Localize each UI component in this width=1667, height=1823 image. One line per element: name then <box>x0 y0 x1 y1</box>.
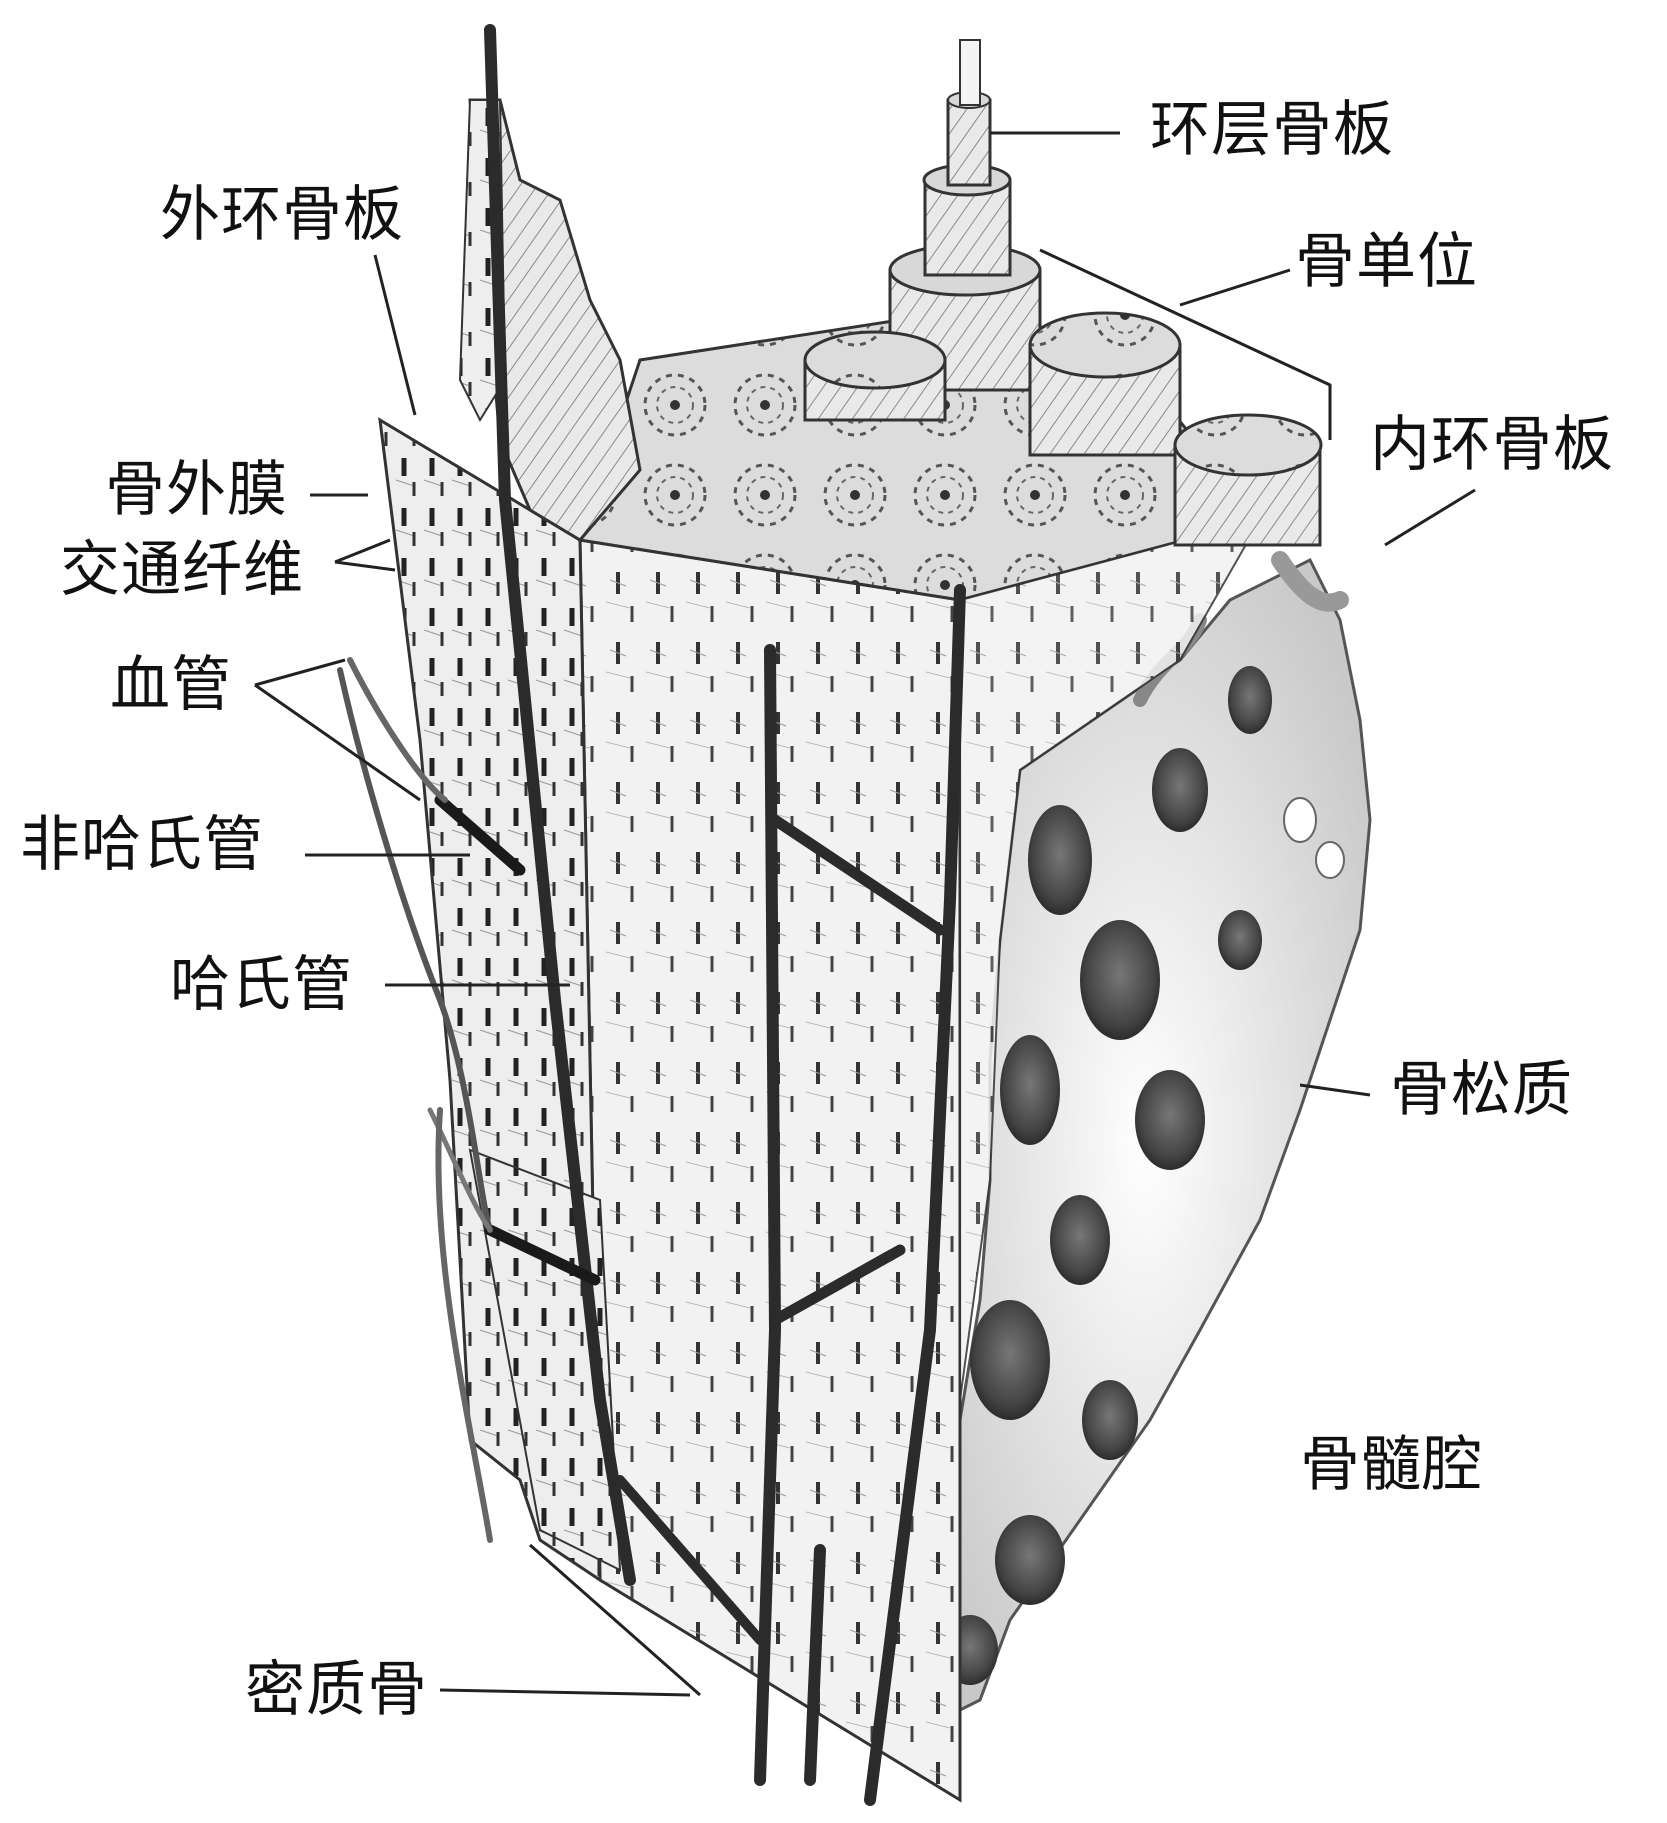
label-marrow-cavity: 骨髓腔 <box>1300 1435 1483 1495</box>
label-blood-vessels: 血管 <box>110 655 232 715</box>
label-concentric-lamellae: 环层骨板 <box>1150 100 1394 160</box>
leader-perforating-2 <box>335 562 395 570</box>
label-haversian-canal: 哈氏管 <box>170 955 353 1015</box>
leader-osteon <box>1180 270 1290 305</box>
label-perforating-fibers: 交通纤维 <box>60 540 304 600</box>
leader-spongy-bone <box>1300 1085 1370 1095</box>
leader-inner-circumferential <box>1385 490 1475 545</box>
label-inner-circumferential-lamellae: 内环骨板 <box>1370 415 1614 475</box>
label-outer-circumferential-lamellae: 外环骨板 <box>160 185 404 245</box>
label-spongy-bone: 骨松质 <box>1390 1060 1573 1120</box>
leader-perforating-1 <box>335 540 390 562</box>
label-osteon: 骨单位 <box>1295 232 1478 292</box>
label-volkmann-canal: 非哈氏管 <box>20 815 264 875</box>
leader-vessel-1 <box>255 660 345 685</box>
label-periosteum: 骨外膜 <box>105 460 288 520</box>
label-compact-bone: 密质骨 <box>245 1660 428 1720</box>
leader-outer-circumferential <box>375 255 415 415</box>
leader-compact-bone <box>440 1690 690 1695</box>
